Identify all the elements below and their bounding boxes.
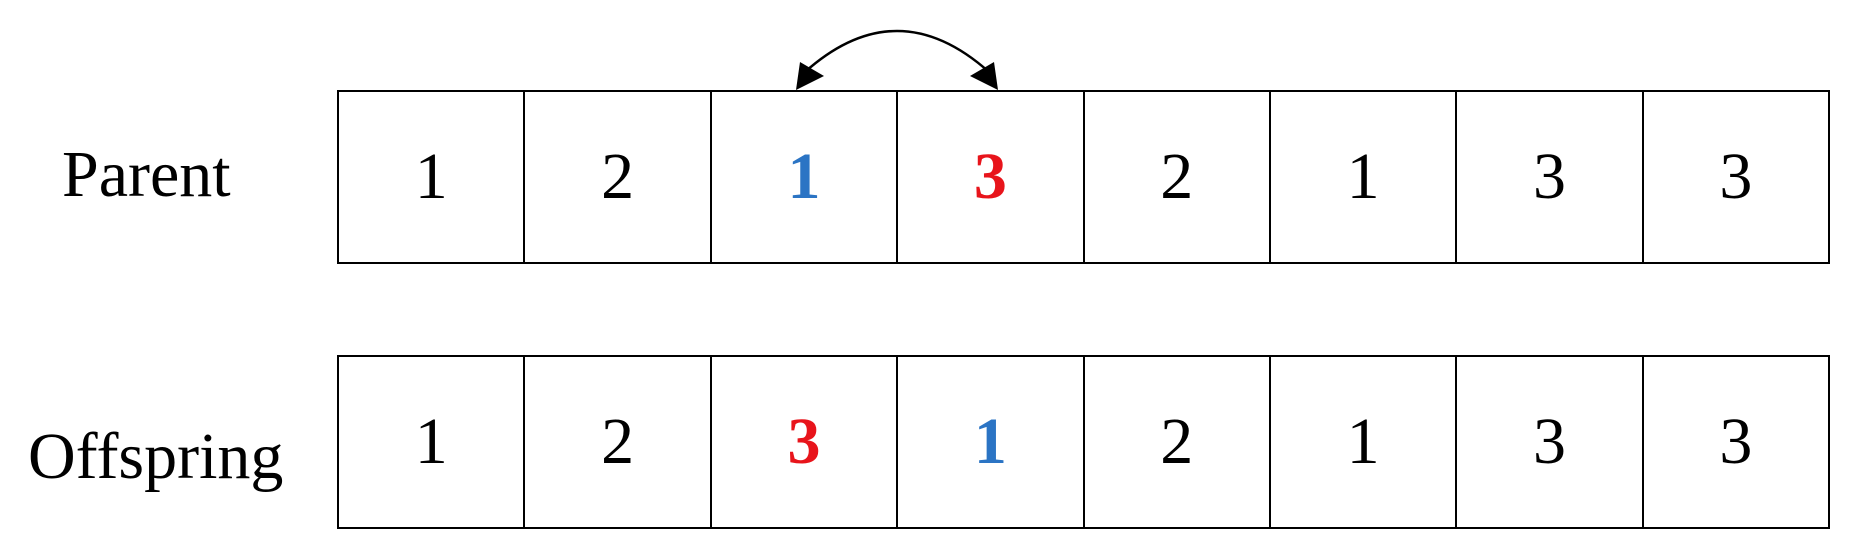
swap-arrow (796, 29, 998, 90)
parent-gene-4: 3 (898, 92, 1085, 262)
parent-label: Parent (62, 138, 231, 211)
parent-gene-3: 1 (712, 92, 899, 262)
offspring-gene-8: 3 (1644, 357, 1830, 527)
offspring-chromosome: 1 2 3 1 2 1 3 3 (337, 355, 1830, 529)
offspring-gene-2: 2 (525, 357, 712, 527)
offspring-gene-3: 3 (712, 357, 899, 527)
parent-gene-1: 1 (339, 92, 526, 262)
parent-gene-7: 3 (1457, 92, 1644, 262)
parent-gene-6: 1 (1271, 92, 1458, 262)
swap-arrow-head-left (796, 62, 824, 90)
swap-arrow-curve (804, 29, 990, 73)
offspring-gene-6: 1 (1271, 357, 1458, 527)
parent-gene-2: 2 (525, 92, 712, 262)
offspring-gene-4: 1 (898, 357, 1085, 527)
offspring-gene-1: 1 (339, 357, 526, 527)
offspring-gene-7: 3 (1457, 357, 1644, 527)
offspring-label: Offspring (28, 420, 284, 493)
offspring-gene-5: 2 (1085, 357, 1271, 527)
swap-arrow-head-right (970, 62, 998, 90)
parent-chromosome: 1 2 1 3 2 1 3 3 (337, 90, 1830, 264)
parent-gene-5: 2 (1085, 92, 1271, 262)
parent-gene-8: 3 (1644, 92, 1830, 262)
